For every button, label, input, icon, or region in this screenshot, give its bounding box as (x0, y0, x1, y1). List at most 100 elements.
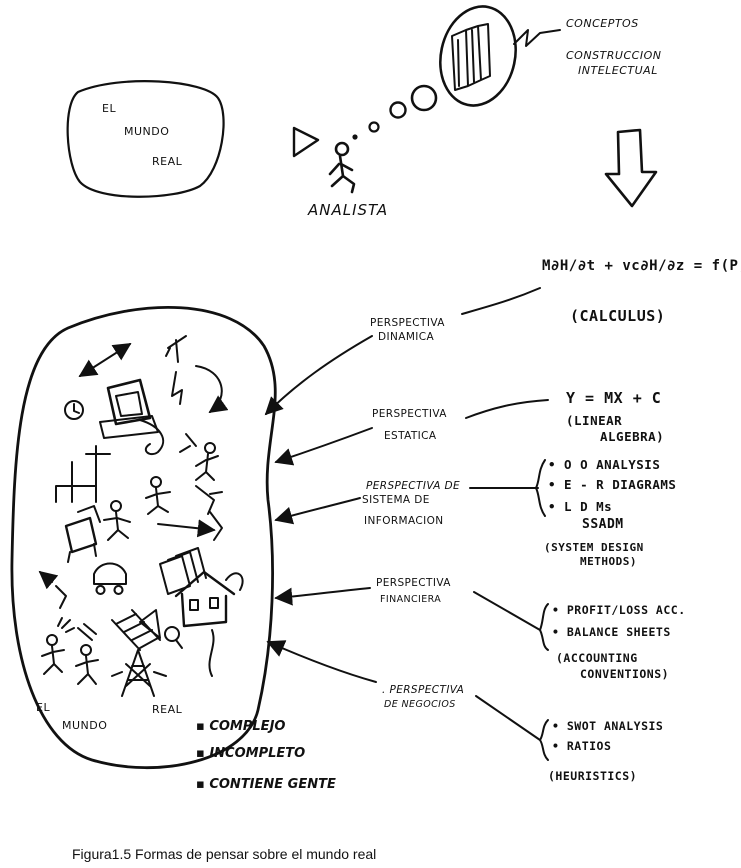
property-incompleto-text: INCOMPLETO (209, 746, 306, 761)
method-static-note-1: (LINEAR (566, 413, 623, 428)
property-contiene-gente: ▪ CONTIENE GENTE (196, 777, 336, 793)
computer-icon (99, 378, 165, 456)
method-info-item-1: • O O ANALYSIS (548, 457, 661, 472)
bullet-intelectual: INTELECTUAL (578, 64, 658, 77)
zigzag-connector (513, 29, 561, 47)
property-incompleto: ▪ INCOMPLETO (196, 746, 306, 762)
scribble (55, 585, 67, 609)
small-world-label-real: REAL (152, 155, 183, 168)
scribble (209, 511, 223, 541)
bracket-info (535, 459, 546, 517)
connector-financiera (473, 591, 541, 631)
method-financial-item-2: • BALANCE SHEETS (552, 625, 671, 639)
method-info-item-2: • E - R DIAGRAMS (548, 477, 677, 492)
perspective-informacion-line2: SISTEMA DE (362, 494, 430, 506)
org-chart-icon (55, 445, 111, 503)
arrow-estatica (274, 427, 373, 466)
analyst-figure (328, 141, 356, 194)
connector-estatica (465, 399, 549, 419)
method-dynamic-note: (CALCULUS) (570, 307, 666, 325)
method-info-ssadm: SSADM (582, 517, 624, 532)
big-world-label-el: EL (36, 701, 51, 714)
bullet-conceptos: CONCEPTOS (566, 17, 639, 30)
arrow-informacion (274, 497, 361, 525)
analyst-label: ANALISTA (308, 201, 389, 219)
perspective-financiera-line1: PERSPECTIVA (376, 577, 451, 589)
method-dynamic-formula: M∂H/∂t + vc∂H/∂z = f(P,t) (542, 258, 741, 274)
power-tower-icon (111, 649, 167, 697)
method-static-note-2: ALGEBRA) (600, 429, 665, 444)
method-info-item-3: • L D Ms (548, 499, 613, 514)
curved-arrow (195, 365, 229, 414)
bullet-icon: ▪ (196, 719, 210, 734)
office-chair-icon (64, 505, 101, 563)
person-figure (75, 644, 99, 685)
method-financial-item-1: • PROFIT/LOSS ACC. (552, 603, 686, 617)
perspective-dinamica-line1: PERSPECTIVA (370, 317, 445, 329)
arrow (157, 519, 216, 538)
bullet-construccion: CONSTRUCCION (566, 49, 662, 62)
arrow-negocios (266, 640, 377, 683)
scribble (195, 485, 223, 515)
perspective-estatica-line1: PERSPECTIVA (372, 408, 447, 420)
ladder-icon (111, 609, 161, 651)
bullet-icon: ▪ (196, 746, 210, 761)
small-arrow (38, 570, 59, 590)
method-financial-note-1: (ACCOUNTING (556, 651, 638, 665)
perspective-negocios-line1: . PERSPECTIVA (382, 684, 465, 696)
method-business-note: (HEURISTICS) (548, 769, 638, 783)
thought-bubble (352, 134, 358, 140)
method-info-note-2: METHODS) (580, 555, 637, 568)
sparkle (57, 617, 75, 633)
thought-bubble (368, 121, 380, 133)
arrow-dinamica (264, 335, 373, 416)
person-figure (145, 476, 171, 515)
person-figure (41, 634, 65, 675)
double-arrow (78, 343, 132, 377)
method-business-item-2: • RATIOS (552, 739, 612, 753)
magnifier-icon (164, 626, 180, 642)
big-world-label-mundo: MUNDO (62, 719, 108, 732)
small-world-label-mundo: MUNDO (124, 125, 170, 138)
megaphone-icon (139, 609, 161, 639)
big-world-blob (10, 305, 277, 770)
method-financial-note-2: CONVENTIONS) (580, 667, 670, 681)
method-info-note-1: (SYSTEM DESIGN (544, 541, 644, 554)
perspective-dinamica-line2: DINAMICA (378, 331, 435, 343)
bracket-financial (539, 603, 549, 651)
scribble (77, 623, 97, 641)
connector-negocios (475, 695, 541, 741)
car-icon (93, 562, 127, 595)
method-business-item-1: • SWOT ANALYSIS (552, 719, 664, 733)
thought-bubble (410, 84, 438, 112)
hammer-icon (165, 335, 187, 363)
documents-icon (159, 547, 207, 595)
perspective-financiera-line2: FINANCIERA (380, 594, 442, 605)
small-world-label-el: EL (102, 102, 117, 115)
thought-cloud (439, 5, 517, 107)
scribble (171, 371, 183, 405)
down-arrow-icon (604, 128, 658, 208)
property-complejo: ▪ COMPLEJO (196, 719, 286, 735)
figure-caption: Figura1.5 Formas de pensar sobre el mund… (72, 846, 377, 862)
property-complejo-text: COMPLEJO (209, 719, 286, 734)
person-figure (195, 442, 219, 481)
perspective-informacion-line3: INFORMACION (364, 515, 444, 527)
property-contiene-gente-text: CONTIENE GENTE (209, 777, 336, 792)
perspective-negocios-line2: DE NEGOCIOS (384, 699, 456, 710)
bracket-business (539, 719, 549, 761)
perspective-estatica-line2: ESTATICA (384, 430, 437, 442)
big-world-label-real: REAL (152, 703, 183, 716)
house-icon (174, 570, 244, 677)
method-static-formula: Y = MX + C (566, 389, 662, 407)
clock-icon (64, 400, 84, 420)
connector-dinamica (461, 287, 541, 315)
telescope-icon (292, 126, 320, 158)
small-world-blob (66, 80, 225, 198)
person-figure (103, 500, 131, 541)
perspective-informacion-line1: PERSPECTIVA DE (366, 480, 461, 492)
scribble (179, 433, 197, 453)
books-icon (451, 23, 491, 91)
